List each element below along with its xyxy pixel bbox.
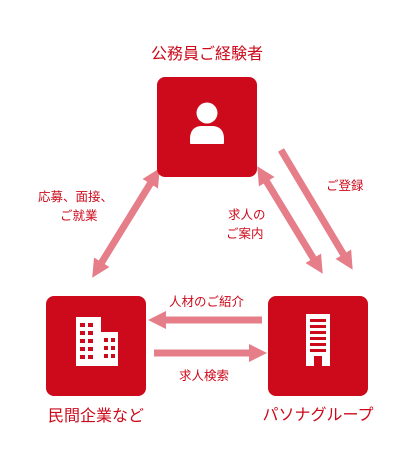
node-left-label: 民間企業など [47,406,144,425]
node-left-box [46,296,146,396]
edge-label-apply-line1: 応募、面接、 [38,189,114,204]
edge-label-register: ご登録 [326,178,364,193]
person-icon [190,102,224,144]
edge-label-jobs-line1: 求人の [228,207,266,222]
node-right-label: パソナグループ [262,405,374,424]
edge-label-jobs-line2: ご案内 [226,226,264,241]
edge-label-referral: 人材のご紹介 [169,294,245,309]
edge-label-search: 求人検索 [179,368,230,383]
node-top-box [157,77,257,177]
node-right-box [268,296,368,396]
edge-label-apply-line2: ご就業 [60,208,98,223]
node-top-label: 公務員ご経験者 [150,44,263,63]
office-building-icon [76,317,118,366]
arrow-top-right-register [277,148,353,270]
arrow-left-top [92,168,160,278]
tower-building-icon [306,314,330,366]
arrow-right-top-jobs [257,166,323,274]
